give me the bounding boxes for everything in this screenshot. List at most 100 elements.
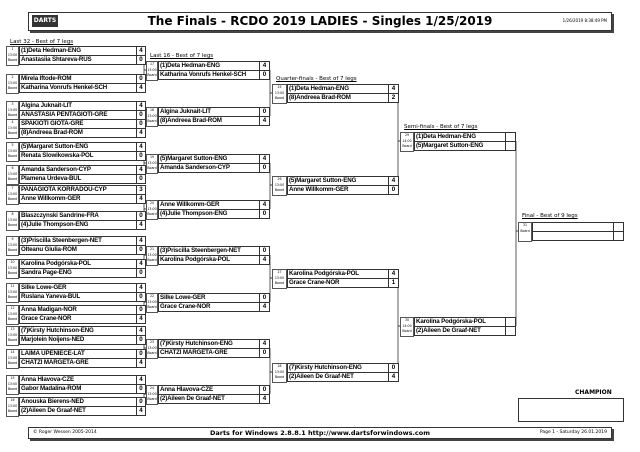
player-row[interactable]: Grace Crane-NOR — [19, 314, 137, 324]
player-score: 4 — [260, 116, 270, 126]
player-row[interactable]: Katharina Vonrufs Henkel-SCH — [158, 70, 260, 80]
player-row[interactable]: (2)Aileen De Graaf-NET — [287, 372, 389, 382]
board-label: Board — [7, 86, 18, 90]
player-row[interactable]: Anastasiia Shtareva-RUS — [19, 55, 137, 65]
player-score: 0 — [260, 70, 270, 80]
player-name: Blaszczynski Sandrine-FRA — [21, 212, 99, 219]
board-label: Board — [7, 361, 18, 365]
player-row[interactable]: CHATZI MARGETA-GRE — [19, 358, 137, 368]
player-row[interactable]: (4)Julie Thompson-ENG — [19, 220, 137, 230]
match-time: 13:00 — [7, 311, 18, 316]
player-row[interactable]: (2)Aileen De Graaf-NET — [19, 406, 137, 416]
match-time: 13:00 — [7, 355, 18, 360]
match-number: 20 — [149, 201, 155, 205]
player-score — [506, 326, 516, 336]
match-number: 21 — [149, 247, 155, 251]
board-label: Board — [7, 295, 18, 299]
player-score: 0 — [137, 151, 146, 161]
match-number: 4 — [11, 120, 14, 124]
match-number: 5 — [11, 143, 14, 147]
player-row[interactable]: CHATZI MARGETA-GRE — [158, 348, 260, 358]
player-name: Anna Hlavova-CZE — [160, 386, 213, 393]
player-score: 4 — [137, 406, 146, 416]
player-score: 0 — [389, 185, 399, 195]
player-name: Karolina Podgórska-POL — [289, 270, 359, 277]
board-label: Board — [274, 96, 285, 100]
match-time: 14:00 — [402, 138, 412, 143]
player-row[interactable]: (2)Aileen De Graaf-NET — [158, 394, 260, 404]
player-row[interactable]: (2)Aileen De Graaf-NET — [414, 326, 506, 336]
match-number: 11 — [10, 284, 15, 288]
board-label: Board — [147, 119, 157, 123]
player-row[interactable] — [532, 231, 614, 241]
match-time: 13:00 — [274, 369, 285, 374]
match-number: 19 — [149, 155, 155, 159]
player-row[interactable]: (8)Andreea Brad-ROM — [158, 116, 260, 126]
player-row[interactable]: Marjolein Noijens-NED — [19, 335, 137, 345]
player-row[interactable]: Gabor Madalina-ROM — [19, 384, 137, 394]
round-label: Semi-finals - Best of 7 legs — [404, 124, 478, 130]
match-time: 13:00 — [7, 332, 18, 337]
player-name: Algina Juknait-LIT — [160, 108, 211, 115]
player-name: Katharina Vonrufs Henkel-SCH — [160, 71, 247, 78]
player-row[interactable]: Grace Crane-NOR — [287, 278, 389, 288]
player-row[interactable]: Olteanu Giulia-ROM — [19, 245, 137, 255]
player-name: Renata Slowikowska-POL — [21, 152, 94, 159]
footer-title: Darts for Windows 2.8.8.1 http://www.dar… — [209, 429, 431, 437]
match-time: 13:00 — [7, 80, 18, 85]
player-name: Mirela Iftode-ROM — [21, 75, 72, 82]
match-number: 31 — [522, 223, 528, 227]
player-row[interactable]: Katharina Vonrufs Henkel-SCH — [19, 83, 137, 93]
match-time: 13:00 — [274, 275, 285, 280]
match-time: 13:00 — [7, 107, 18, 112]
player-name: Katharina Vonrufs Henkel-SCH — [21, 84, 108, 91]
match-number: 25 — [277, 85, 282, 89]
player-name: (7)Kirsty Hutchinson-ENG — [160, 340, 233, 347]
player-name: Amanda Sanderson-CYP — [160, 164, 230, 171]
match-number: 10 — [10, 260, 15, 264]
player-row[interactable]: Anne Willkomm-GER — [19, 194, 137, 204]
player-row[interactable]: Ruslana Yaneva-BUL — [19, 292, 137, 302]
match-number: 12 — [10, 306, 15, 310]
match-number: 27 — [277, 270, 282, 274]
player-row[interactable]: Amanda Sanderson-CYP — [158, 163, 260, 173]
player-name: ANASTASIA PENTAGIOTI-GRE — [21, 111, 108, 118]
player-row[interactable]: (4)Julie Thompson-ENG — [158, 209, 260, 219]
player-row[interactable]: Renata Slowikowska-POL — [19, 151, 137, 161]
player-row[interactable]: Karolina Podgórska-POL — [158, 255, 260, 265]
board-label: Board — [7, 223, 18, 227]
player-row[interactable]: Plamena Urdeva-BUL — [19, 174, 137, 184]
player-name: (1)Deta Hedman-ENG — [289, 85, 349, 92]
player-name: Anne Willkomm-GER — [21, 195, 81, 202]
player-row[interactable]: (8)Andreea Brad-ROM — [287, 93, 389, 103]
player-row[interactable]: (8)Andreea Brad-ROM — [19, 128, 137, 138]
board-label: Board — [147, 351, 157, 355]
player-row[interactable]: Grace Crane-NOR — [158, 302, 260, 312]
match-time: 13:00 — [147, 206, 157, 211]
player-row[interactable]: (5)Margaret Sutton-ENG — [414, 141, 506, 151]
player-row[interactable]: Anne Willkomm-GER — [287, 185, 389, 195]
player-score: 4 — [137, 314, 146, 324]
match-time: 13:00 — [7, 265, 18, 270]
match-number: 29 — [404, 133, 410, 137]
match-time: 13:00 — [147, 252, 157, 257]
player-name: (3)Priscilla Steenbergen-NET — [21, 237, 102, 244]
player-name: (2)Aileen De Graaf-NET — [160, 395, 225, 402]
board-label: Board — [402, 144, 412, 148]
match-time: 14:00 — [402, 323, 412, 328]
player-score: 0 — [260, 209, 270, 219]
player-row[interactable]: Sandra Page-ENG — [19, 268, 137, 278]
board-label: Board — [520, 228, 530, 233]
match-number: 2 — [11, 75, 14, 79]
player-score: 4 — [137, 220, 146, 230]
